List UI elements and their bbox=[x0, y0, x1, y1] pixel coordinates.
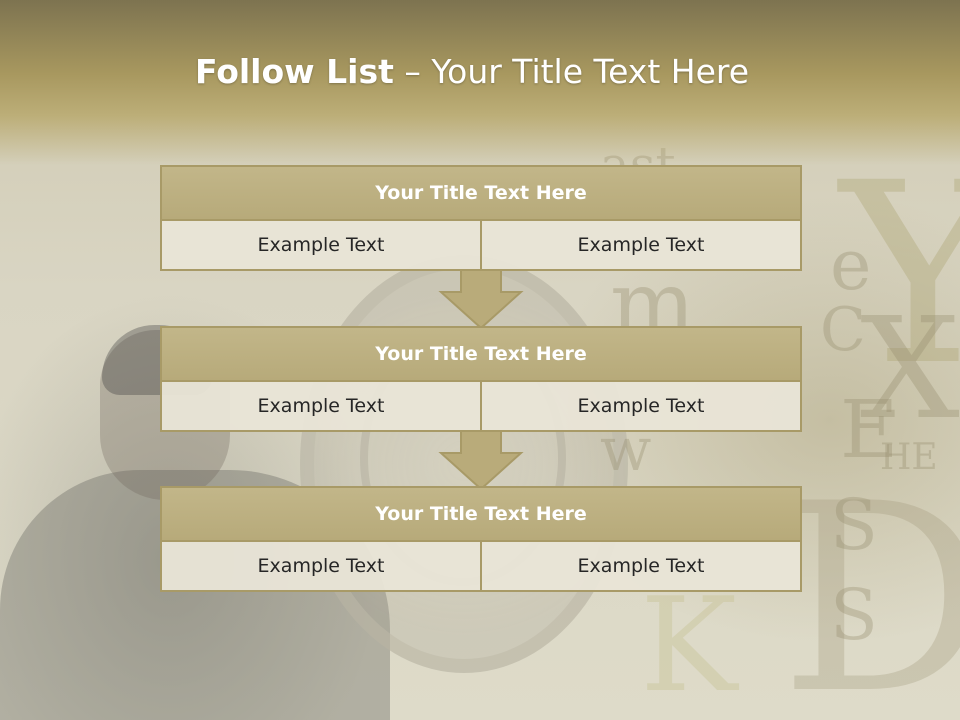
background-letter-c: C bbox=[820, 295, 866, 365]
background-letter-k: K bbox=[640, 569, 738, 720]
list-block-right-text: Example Text bbox=[482, 542, 802, 592]
list-block-1: Your Title Text Here Example Text Exampl… bbox=[160, 165, 802, 271]
background-letter-e2: E bbox=[840, 383, 899, 476]
list-block-left-text: Example Text bbox=[160, 221, 482, 271]
background-letter-e: e bbox=[830, 224, 872, 306]
list-block-right-text: Example Text bbox=[482, 382, 802, 432]
slide-title-bold: Follow List bbox=[194, 52, 394, 91]
header-band bbox=[0, 0, 960, 165]
background-letter-s2: S bbox=[830, 574, 878, 656]
background-letter-d: D bbox=[780, 449, 960, 720]
list-block-3: Your Title Text Here Example Text Exampl… bbox=[160, 486, 802, 592]
list-block-right-text: Example Text bbox=[482, 221, 802, 271]
list-block-title: Your Title Text Here bbox=[160, 326, 802, 382]
slide-title-rest: – Your Title Text Here bbox=[393, 52, 750, 91]
background-letter-s: S bbox=[830, 484, 878, 566]
list-block-row: Example Text Example Text bbox=[160, 221, 802, 271]
background-letter-y: Y bbox=[840, 129, 960, 420]
background-letter-x: X bbox=[860, 288, 960, 451]
list-block-row: Example Text Example Text bbox=[160, 542, 802, 592]
list-block-title: Your Title Text Here bbox=[160, 486, 802, 542]
background-letter-h: HE bbox=[880, 437, 938, 478]
list-block-left-text: Example Text bbox=[160, 542, 482, 592]
down-arrow-icon bbox=[438, 270, 524, 330]
down-arrow-icon bbox=[438, 431, 524, 491]
list-block-2: Your Title Text Here Example Text Exampl… bbox=[160, 326, 802, 432]
list-block-title: Your Title Text Here bbox=[160, 165, 802, 221]
list-block-row: Example Text Example Text bbox=[160, 382, 802, 432]
slide-title: Follow List – Your Title Text Here bbox=[0, 52, 944, 91]
list-block-left-text: Example Text bbox=[160, 382, 482, 432]
